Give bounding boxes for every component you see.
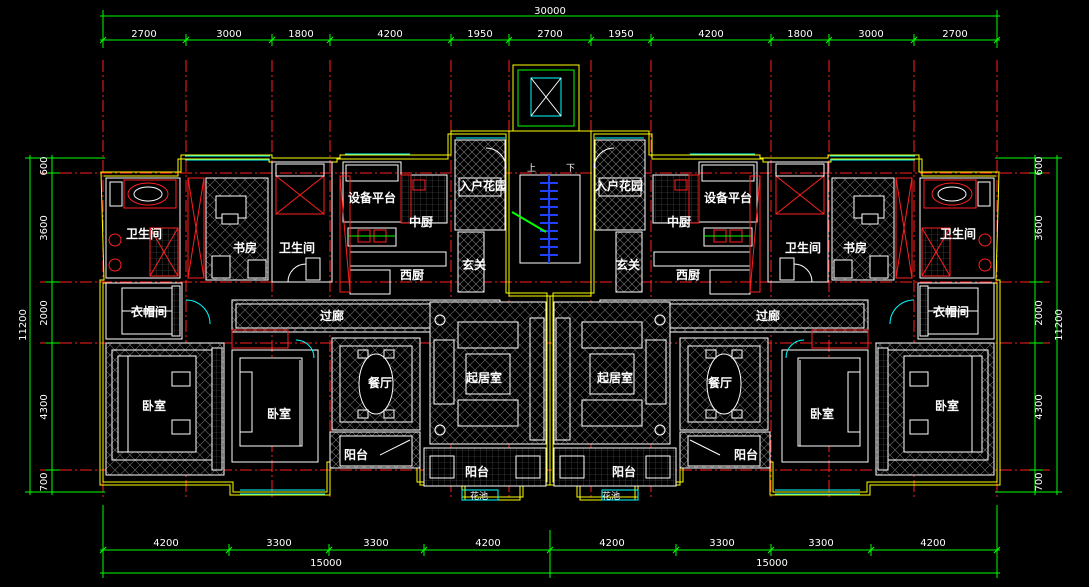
right-dining-label: 餐厅 — [708, 375, 732, 390]
bottom-dim-3: 3300 — [363, 538, 388, 549]
right-dim-5: 700 — [1034, 472, 1045, 491]
left-balcony1-label: 阳台 — [344, 447, 368, 462]
right-dim-1: 600 — [1034, 156, 1045, 175]
stair-down-label: 下 — [566, 164, 575, 174]
left-kitchen-label: 中厨 — [409, 214, 433, 229]
unit-right — [549, 130, 1001, 501]
left-garden-label: 入户花园 — [459, 178, 507, 193]
left-equipment-label: 设备平台 — [348, 190, 396, 205]
right-balcony2-label: 阳台 — [612, 464, 636, 479]
right-foyer-label: 玄关 — [616, 257, 640, 272]
left-dim-4: 4300 — [39, 394, 50, 419]
top-dim-8: 4200 — [698, 29, 723, 40]
bottom-dim-5: 4200 — [599, 538, 624, 549]
right-closet-label: 衣帽间 — [933, 304, 969, 319]
right-planter-label: 花池 — [602, 490, 620, 502]
right-western-kitchen-label: 西厨 — [676, 267, 700, 282]
bottom-half-dim-right: 15000 — [756, 558, 788, 569]
right-dim-2: 3600 — [1034, 215, 1045, 240]
right-balcony1-label: 阳台 — [734, 447, 758, 462]
bottom-half-dim-left: 15000 — [310, 558, 342, 569]
right-kitchen-label: 中厨 — [667, 214, 691, 229]
right-overall-dim: 11200 — [1054, 309, 1065, 341]
bottom-dim-2: 3300 — [266, 538, 291, 549]
right-garden-label: 入户花园 — [595, 178, 643, 193]
left-bedroom1-label: 卧室 — [142, 398, 166, 413]
left-overall-dim: 11200 — [18, 309, 29, 341]
bottom-dimension-chain: 4200 3300 3300 4200 4200 3300 3300 4200 … — [99, 505, 1001, 578]
left-dining-label: 餐厅 — [368, 375, 392, 390]
left-dim-1: 600 — [39, 156, 50, 175]
left-balcony2-label: 阳台 — [465, 464, 489, 479]
left-foyer-label: 玄关 — [462, 257, 486, 272]
left-bath1-label: 卫生间 — [126, 226, 162, 241]
right-equipment-label: 设备平台 — [704, 190, 752, 205]
right-living-label: 起居室 — [596, 370, 633, 385]
bottom-dim-4: 4200 — [475, 538, 500, 549]
top-dim-3: 1800 — [288, 29, 313, 40]
bottom-dim-8: 4200 — [920, 538, 945, 549]
left-bedroom2-label: 卧室 — [267, 406, 291, 421]
right-bedroom1-label: 卧室 — [935, 398, 959, 413]
top-dim-9: 1800 — [787, 29, 812, 40]
top-dim-10: 3000 — [858, 29, 883, 40]
top-dim-1: 2700 — [131, 29, 156, 40]
left-living-label: 起居室 — [465, 370, 502, 385]
right-dim-3: 2000 — [1034, 300, 1045, 325]
top-overall-dim: 30000 — [534, 6, 566, 17]
bottom-dim-6: 3300 — [709, 538, 734, 549]
right-study-label: 书房 — [843, 240, 867, 255]
right-bedroom2-label: 卧室 — [810, 406, 834, 421]
stair-up-label: 上 — [527, 163, 536, 174]
left-dim-2: 3600 — [39, 215, 50, 240]
right-corridor-label: 过廊 — [756, 308, 780, 323]
bottom-dim-7: 3300 — [808, 538, 833, 549]
stair-core: 上 下 — [508, 64, 592, 297]
left-closet-label: 衣帽间 — [131, 304, 167, 319]
left-study-label: 书房 — [233, 240, 257, 255]
room-labels-right: 卫生间 书房 卫生间 设备平台 中厨 西厨 入户花园 玄关 衣帽间 过廊 卧室 … — [595, 178, 976, 502]
top-dimension-chain: 30000 2700 3000 1800 4200 1950 2700 1950… — [99, 6, 1001, 48]
room-labels-left: 卫生间 书房 卫生间 设备平台 中厨 西厨 入户花园 玄关 衣帽间 过廊 卧室 … — [126, 178, 507, 502]
left-dim-3: 2000 — [39, 300, 50, 325]
right-bath2-label: 卫生间 — [785, 240, 821, 255]
left-dim-5: 700 — [39, 472, 50, 491]
top-dim-11: 2700 — [942, 29, 967, 40]
right-bath1-label: 卫生间 — [940, 226, 976, 241]
left-western-kitchen-label: 西厨 — [400, 267, 424, 282]
top-dim-7: 1950 — [608, 29, 633, 40]
top-dim-2: 3000 — [216, 29, 241, 40]
left-bath2-label: 卫生间 — [279, 240, 315, 255]
unit-left — [99, 130, 551, 501]
left-corridor-label: 过廊 — [320, 308, 344, 323]
right-dim-4: 4300 — [1034, 394, 1045, 419]
side-dimension-chains: 11200 600 3600 2000 4300 700 11200 600 3… — [18, 155, 1065, 495]
top-dim-6: 2700 — [537, 29, 562, 40]
top-dim-4: 4200 — [377, 29, 402, 40]
left-planter-label: 花池 — [470, 490, 488, 502]
top-dim-5: 1950 — [467, 29, 492, 40]
bottom-dim-1: 4200 — [153, 538, 178, 549]
